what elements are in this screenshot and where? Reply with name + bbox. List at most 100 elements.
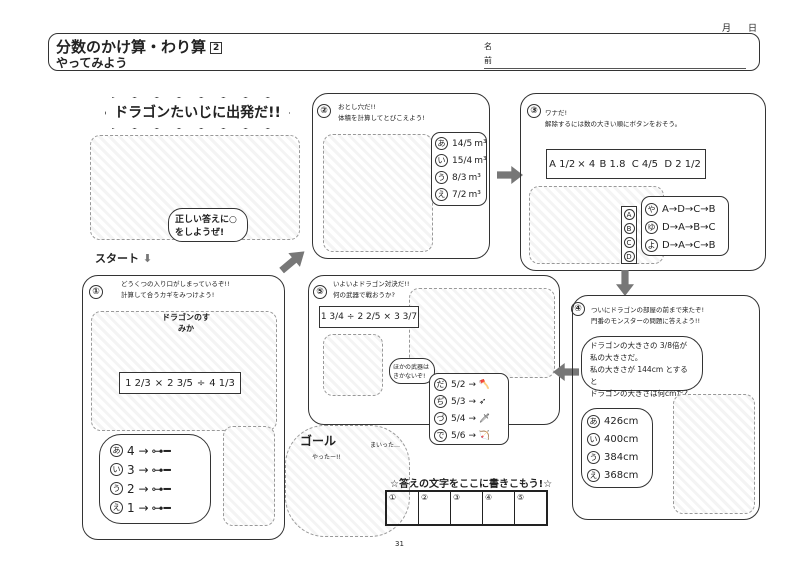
expression-term: 3 3/7	[394, 312, 418, 322]
option-value: 8/3	[452, 172, 467, 183]
answer-slot-number: ①	[389, 493, 397, 502]
question-text: 私の大きさが 144cm とすると	[590, 365, 688, 386]
start-speech-bubble: 正しい答えに○をしようぜ!	[168, 208, 248, 242]
page-subtitle: やってみよう	[56, 56, 128, 70]
option-mark[interactable]: ぢ	[434, 395, 447, 408]
option-mark[interactable]: い	[110, 463, 123, 476]
arrow-icon	[616, 270, 634, 296]
option-mark[interactable]: え	[587, 468, 600, 482]
expression-operator: ÷	[196, 377, 206, 389]
option-value: 4 →	[127, 443, 149, 458]
option-mark[interactable]: え	[110, 501, 123, 514]
day-label: 日	[748, 24, 758, 34]
option-value: 5/2	[451, 379, 466, 390]
panel-3-instructions: ワナだ! 解除するには数の大きい順にボタンをおそう。	[545, 108, 681, 130]
option-mark[interactable]: よ	[645, 238, 658, 252]
title-text: 分数のかけ算・わり算	[56, 38, 207, 56]
option-mark[interactable]: え	[435, 188, 448, 201]
option-mark[interactable]: い	[587, 432, 600, 446]
value-suffix: × 4	[577, 158, 596, 170]
answer-slot[interactable]: ③	[451, 492, 483, 524]
panel-5-speech: ほかの武器はきかないぞ!	[389, 358, 435, 384]
value-label: D	[664, 158, 673, 170]
expression-box: 1 2/3×2 3/5÷4 1/3	[119, 372, 241, 394]
option-mark[interactable]: だ	[434, 378, 447, 391]
instruction-line: ワナだ!	[545, 109, 568, 117]
expression-term: 2 2/5	[357, 312, 381, 322]
option-mark[interactable]: い	[435, 154, 448, 167]
option-mark[interactable]: で	[434, 429, 447, 442]
monster-question: ドラゴンの大きさの 3/8倍が 私の大きさだ。 私の大きさが 144cm とする…	[581, 336, 703, 398]
value-item: C 4/5	[632, 159, 660, 170]
option-mark[interactable]: あ	[587, 414, 600, 428]
instruction-line: おとし穴だ!!	[338, 103, 376, 111]
option-mark[interactable]: う	[110, 482, 123, 495]
value-label: C	[631, 158, 639, 170]
hero-illustration	[323, 334, 383, 396]
option-mark[interactable]: う	[587, 450, 600, 464]
option-row[interactable]: ゆ D→A→B→C	[645, 218, 725, 236]
option-mark[interactable]: う	[435, 171, 448, 184]
trap-button[interactable]: C	[623, 236, 635, 248]
trap-button[interactable]: D	[623, 250, 635, 262]
title-number: 2	[210, 41, 223, 54]
start-banner: ドラゴンたいじに出発だ!!	[105, 97, 290, 129]
hero-exclamation: やったー!!	[312, 454, 341, 461]
value-item: A 1/2× 4	[549, 159, 595, 170]
question-text: ドラゴンの大きさは何cmだ?	[590, 389, 688, 398]
name-label-1: 名	[484, 42, 492, 51]
value-item: B 1.8	[599, 159, 627, 170]
option-mark[interactable]: や	[645, 202, 658, 216]
question-fraction: 3/8	[659, 341, 672, 350]
spear-icon: → ➶	[468, 396, 487, 407]
option-mark[interactable]: ゆ	[645, 220, 658, 234]
option-mark[interactable]: あ	[110, 444, 123, 457]
expression-operator: ×	[154, 377, 164, 389]
option-mark[interactable]: づ	[434, 412, 447, 425]
name-field[interactable]	[484, 68, 746, 69]
instruction-line: どうくつの入り口がしまっているぞ!!	[121, 280, 230, 288]
trap-button[interactable]: B	[623, 222, 635, 234]
option-value: 2 →	[127, 481, 149, 496]
answer-slot[interactable]: ①	[387, 492, 419, 524]
panel-2-number: ②	[317, 104, 331, 118]
option-mark[interactable]: あ	[435, 137, 448, 150]
down-arrow-icon: ⬇	[142, 252, 153, 265]
panel-2-instructions: おとし穴だ!!体積を計算してとびこえよう!	[338, 102, 425, 124]
value-item: D 2 1/2	[664, 159, 703, 170]
instruction-line: 何の武器で戦おうか?	[333, 291, 395, 299]
option-value: D→A→B→C	[662, 221, 716, 233]
trap-button[interactable]: A	[623, 208, 635, 220]
option-value: 1 →	[127, 500, 149, 515]
answer-slot[interactable]: ④	[483, 492, 515, 524]
expression-term: 4 1/3	[209, 377, 235, 389]
answer-slot[interactable]: ⑤	[515, 492, 546, 524]
expression-operator: ÷	[346, 312, 355, 322]
answer-slot[interactable]: ②	[419, 492, 451, 524]
value-number: 1/2	[559, 158, 576, 170]
instruction-line: 解除するには数の大きい順にボタンをおそう。	[545, 120, 682, 128]
